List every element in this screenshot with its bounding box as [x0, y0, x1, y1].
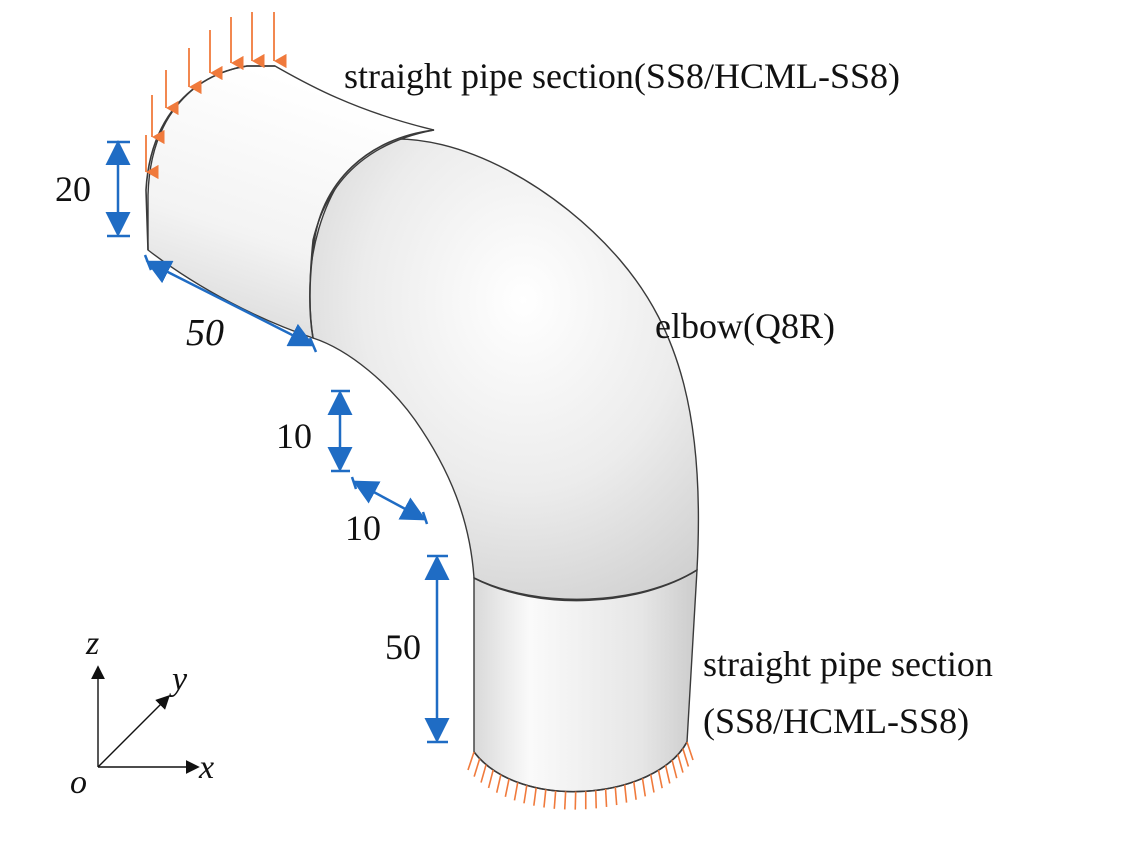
support-tick	[682, 748, 690, 767]
support-tick	[543, 789, 547, 808]
pipe-body	[145, 65, 700, 793]
dim-offset-vertical	[327, 389, 353, 473]
dim-diameter-value: 20	[55, 169, 91, 209]
support-tick	[649, 774, 655, 793]
elbow-label: elbow(Q8R)	[655, 306, 835, 346]
dim-top-length-value: 50	[186, 312, 224, 354]
support-tick	[604, 788, 608, 807]
fixed-support	[467, 741, 694, 810]
dim-offset-horizontal	[350, 476, 429, 525]
bottom-straight-section	[473, 568, 698, 793]
coordinate-axes: z y x o	[70, 625, 214, 801]
bottom-section-label-line1: straight pipe section	[703, 644, 993, 684]
bottom-rim	[473, 741, 688, 793]
bottom-section-label-line2: (SS8/HCML-SS8)	[703, 701, 969, 741]
support-tick	[487, 769, 494, 789]
origin-label: o	[70, 764, 87, 801]
support-tick	[504, 778, 510, 797]
support-tick	[664, 765, 671, 784]
support-tick	[495, 774, 502, 793]
support-tick	[677, 754, 684, 773]
support-tick	[523, 785, 528, 804]
support-tick	[641, 778, 647, 797]
support-tick	[513, 782, 519, 801]
support-tick	[633, 781, 637, 800]
z-axis-label: z	[85, 625, 99, 662]
support-tick	[533, 787, 537, 806]
y-axis-label: y	[169, 661, 188, 698]
dim-bottom-length-value: 50	[385, 627, 421, 667]
load-arrows	[145, 12, 287, 180]
dim-offset-vertical-value: 10	[276, 416, 312, 456]
y-axis-arrow	[97, 695, 170, 768]
support-tick	[614, 786, 618, 806]
top-section-label: straight pipe section(SS8/HCML-SS8)	[344, 56, 900, 96]
support-tick	[686, 741, 694, 761]
seam-bottom	[473, 569, 698, 602]
dim-top-length	[143, 254, 318, 353]
support-tick	[563, 791, 567, 810]
support-tick	[467, 751, 475, 771]
dim-offset-horizontal-value: 10	[345, 508, 381, 548]
support-tick	[553, 790, 557, 809]
support-tick	[473, 758, 481, 777]
support-tick	[480, 764, 487, 783]
support-tick	[657, 770, 663, 789]
x-axis-label: x	[198, 749, 214, 786]
support-tick	[623, 784, 628, 803]
dim-bottom-length	[424, 554, 450, 744]
dim-diameter	[105, 140, 131, 238]
support-tick	[671, 760, 678, 779]
